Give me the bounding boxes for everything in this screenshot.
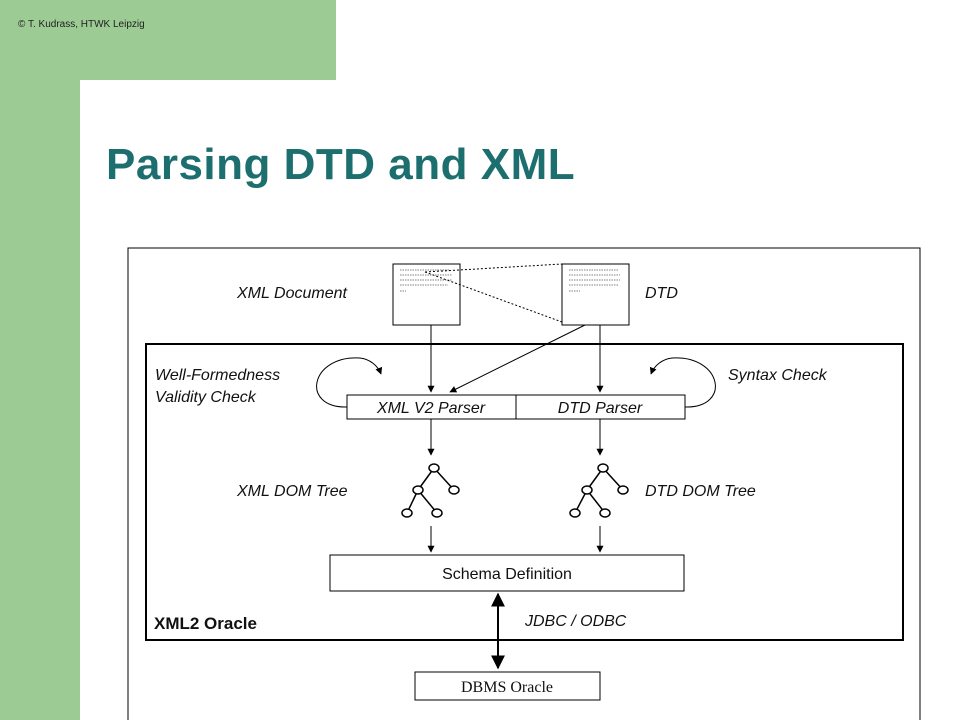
outer-frame [127,247,921,720]
dtd-document-icon [561,263,630,326]
syntax-check-loop-arrow [649,357,716,408]
jdbc-odbc-label: JDBC / ODBC [524,613,627,630]
xml2-oracle-frame [145,343,904,641]
validity-check-label: Validity Check [155,389,257,406]
dtd-parser-label: DTD Parser [558,400,643,417]
dbms-oracle-label: DBMS Oracle [461,679,553,696]
schema-definition-label: Schema Definition [442,566,572,583]
xml-document-icon [392,263,461,326]
dbms-oracle-box [414,671,601,701]
dtd-label: DTD [645,285,678,302]
xml-dom-tree-label: XML DOM Tree [236,483,348,500]
xml2-oracle-label: XML2 Oracle [154,614,257,633]
dtd-dom-tree-icon [569,463,629,518]
decor-rounded-corner [80,80,180,180]
doc-reference-line-bottom [424,271,563,323]
dtd-dom-tree-label: DTD DOM Tree [645,483,756,500]
well-formedness-label: Well-Formedness [155,367,280,384]
page-title: Parsing DTD and XML [106,140,576,189]
xml-document-label: XML Document [236,285,348,302]
xml-dom-tree-icon [401,463,460,518]
schema-definition-box [329,554,685,592]
doc-reference-line-top [424,263,563,273]
copyright-text: © T. Kudrass, HTWK Leipzig [18,19,145,30]
decor-green-sidebar [0,0,80,720]
xml-parser-label: XML V2 Parser [376,400,486,417]
well-formedness-loop-arrow [316,357,383,408]
syntax-check-label: Syntax Check [728,367,828,384]
arrow-dtd-to-xml-parser [449,324,586,393]
